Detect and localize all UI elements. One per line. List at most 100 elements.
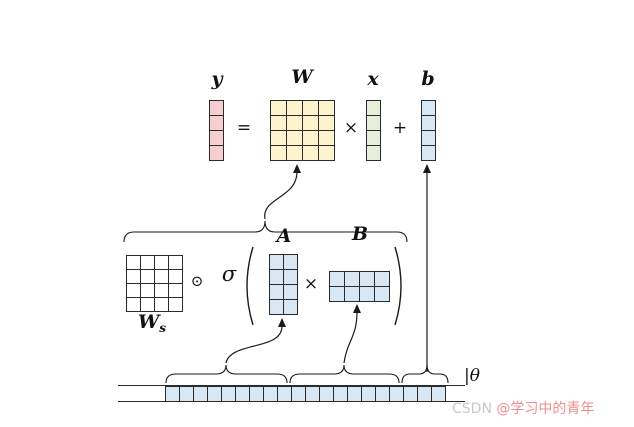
matrix-Ws xyxy=(126,255,183,312)
watermark-user: @学习中的青年 xyxy=(496,401,595,417)
times-sign-AB: × xyxy=(303,274,319,294)
matrix-cell xyxy=(270,300,284,315)
vector-y xyxy=(209,100,224,161)
matrix-cell xyxy=(319,101,335,116)
matrix-cell xyxy=(141,298,155,312)
matrix-cell xyxy=(287,131,303,146)
matrix-cell xyxy=(376,387,390,402)
matrix-cell xyxy=(360,272,375,287)
matrix-cell xyxy=(292,387,306,402)
matrix-cell xyxy=(330,287,345,302)
matrix-cell xyxy=(334,387,348,402)
sigma-symbol: σ xyxy=(221,262,237,286)
matrix-cell xyxy=(270,270,284,285)
matrix-cell xyxy=(141,284,155,298)
label-Ws-subscript: s xyxy=(159,321,167,335)
matrix-cell xyxy=(271,146,287,161)
hadamard-sign: ⊙ xyxy=(190,272,204,290)
matrix-cell xyxy=(320,387,334,402)
label-W: W xyxy=(291,66,313,88)
arrowhead-A xyxy=(278,318,286,327)
matrix-cell xyxy=(270,255,284,270)
matrix-cell xyxy=(432,387,446,402)
matrix-cell xyxy=(319,116,335,131)
arrow-to-W xyxy=(264,171,298,220)
matrix-cell xyxy=(169,270,183,284)
matrix-cell xyxy=(271,101,287,116)
matrix-cell xyxy=(284,285,298,300)
matrix-cell xyxy=(155,256,169,270)
arrow-to-B xyxy=(343,311,358,364)
matrix-cell xyxy=(303,146,319,161)
matrix-cell xyxy=(169,284,183,298)
matrix-cell xyxy=(330,272,345,287)
matrix-cell xyxy=(210,146,224,161)
arrowhead-W xyxy=(293,164,301,173)
matrix-cell xyxy=(210,116,224,131)
label-Ws-base: W xyxy=(137,311,160,333)
label-A: A xyxy=(276,225,292,247)
brace-theta-segment-A xyxy=(165,364,288,384)
matrix-cell xyxy=(375,287,390,302)
matrix-cell xyxy=(141,270,155,284)
matrix-cell xyxy=(360,287,375,302)
matrix-W xyxy=(270,100,335,161)
matrix-cell xyxy=(210,101,224,116)
arrow-to-A xyxy=(225,325,283,364)
matrix-cell xyxy=(210,131,224,146)
right-parenthesis xyxy=(394,246,402,326)
matrix-cell xyxy=(345,287,360,302)
watermark: CSDN @学习中的青年 xyxy=(452,398,594,418)
matrix-cell xyxy=(284,300,298,315)
matrix-cell xyxy=(303,101,319,116)
matrix-cell xyxy=(367,131,381,146)
matrix-cell xyxy=(127,298,141,312)
matrix-cell xyxy=(287,146,303,161)
matrix-cell xyxy=(319,146,335,161)
vector-b xyxy=(421,100,436,161)
watermark-site: CSDN xyxy=(452,401,492,417)
vector-x xyxy=(366,100,381,161)
matrix-cell xyxy=(180,387,194,402)
matrix-cell xyxy=(270,285,284,300)
plus-sign: + xyxy=(392,118,408,138)
label-y: y xyxy=(211,68,223,90)
arrowhead-b xyxy=(423,164,431,173)
times-sign: × xyxy=(343,118,359,138)
matrix-cell xyxy=(155,284,169,298)
matrix-cell xyxy=(422,131,436,146)
matrix-cell xyxy=(375,272,390,287)
matrix-cell xyxy=(155,270,169,284)
matrix-cell xyxy=(278,387,292,402)
matrix-cell xyxy=(194,387,208,402)
arrowhead-B xyxy=(353,304,361,313)
matrix-cell xyxy=(287,101,303,116)
matrix-cell xyxy=(367,146,381,161)
matrix-cell xyxy=(367,116,381,131)
label-x: x xyxy=(367,68,379,90)
matrix-cell xyxy=(418,387,432,402)
brace-theta-segment-B xyxy=(289,364,400,384)
matrix-cell xyxy=(169,256,183,270)
matrix-A xyxy=(269,254,298,315)
vector-theta xyxy=(165,386,446,402)
matrix-cell xyxy=(169,298,183,312)
matrix-cell xyxy=(127,270,141,284)
left-parenthesis xyxy=(246,246,254,326)
matrix-cell xyxy=(155,298,169,312)
brace-theta-segment-b xyxy=(401,364,449,384)
matrix-cell xyxy=(306,387,320,402)
matrix-cell xyxy=(303,116,319,131)
matrix-cell xyxy=(166,387,180,402)
matrix-cell xyxy=(208,387,222,402)
matrix-cell xyxy=(127,284,141,298)
matrix-cell xyxy=(250,387,264,402)
matrix-cell xyxy=(127,256,141,270)
matrix-cell xyxy=(422,146,436,161)
matrix-cell xyxy=(422,101,436,116)
matrix-cell xyxy=(271,116,287,131)
label-Ws: Ws xyxy=(137,311,167,335)
matrix-cell xyxy=(287,116,303,131)
matrix-cell xyxy=(367,101,381,116)
